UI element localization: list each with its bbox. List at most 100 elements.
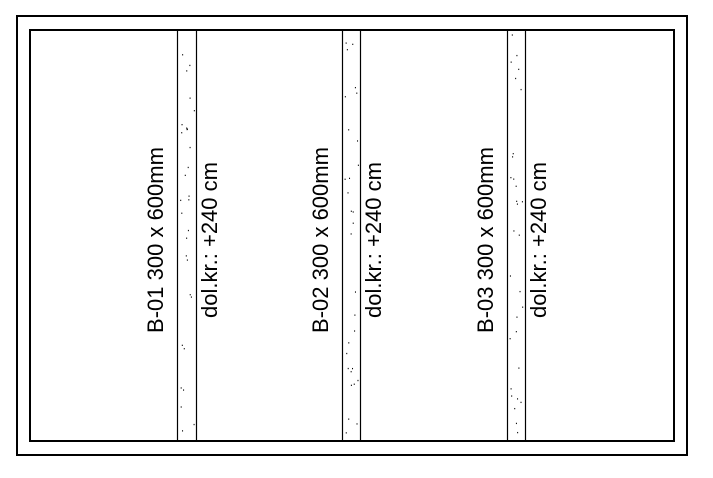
hatch-speckle [349, 177, 351, 180]
hatch-speckle [188, 195, 190, 197]
hatch-speckle [350, 233, 352, 235]
hatch-speckle [357, 164, 359, 166]
hatch-speckle [510, 388, 512, 390]
hatch-speckle [517, 398, 519, 400]
hatch-speckle [346, 352, 348, 355]
hatch-speckle [180, 387, 182, 389]
hatch-speckle [356, 92, 358, 94]
hatch-speckle [511, 34, 513, 36]
hatch-speckle [184, 174, 186, 177]
hatch-speckle [187, 229, 189, 232]
hatch-speckle [513, 178, 515, 180]
hatch-speckle [180, 199, 182, 202]
hatch-speckle [193, 423, 195, 426]
hatch-speckle [512, 156, 514, 158]
hatch-speckle [189, 294, 191, 296]
beam-1-strip [176, 30, 198, 441]
hatch-speckle [346, 49, 348, 51]
hatch-speckle [347, 192, 349, 194]
hatch-speckle [186, 237, 188, 239]
hatch-speckle [185, 255, 187, 257]
hatch-speckle [519, 290, 521, 293]
hatch-speckle [353, 383, 355, 385]
hatch-speckle [515, 422, 517, 425]
beam-3-strip [506, 30, 527, 441]
hatch-speckle [510, 61, 512, 63]
hatch-speckle [344, 96, 346, 98]
hatch-speckle [509, 275, 511, 277]
hatch-speckle [512, 153, 514, 155]
hatch-speckle [182, 430, 184, 432]
hatch-speckle [515, 331, 517, 333]
hatch-speckle [352, 222, 354, 224]
hatch-speckle [516, 316, 518, 318]
outer-frame [16, 15, 688, 456]
hatch-speckle [516, 54, 518, 57]
hatch-speckle [517, 431, 519, 434]
hatch-speckle [518, 234, 520, 236]
hatch-speckle [510, 176, 512, 179]
hatch-speckle [188, 199, 190, 201]
hatch-speckle [181, 212, 183, 214]
hatch-speckle [348, 418, 350, 420]
hatch-speckle [186, 127, 188, 129]
hatch-speckle [350, 371, 352, 373]
hatch-speckle [518, 68, 520, 71]
hatch-speckle [357, 140, 359, 142]
hatch-speckle [189, 97, 191, 99]
hatch-speckle [354, 291, 356, 293]
beam-1-level: dol.kr.: +240 cm [197, 162, 222, 318]
hatch-speckle [516, 203, 518, 205]
inner-frame [29, 29, 675, 442]
hatch-speckle [514, 407, 516, 410]
hatch-speckle [189, 64, 191, 67]
hatch-speckle [187, 166, 189, 169]
hatch-speckle [180, 406, 182, 408]
hatch-speckle [509, 338, 511, 340]
hatch-speckle [193, 110, 195, 112]
hatch-speckle [357, 379, 359, 382]
hatch-speckle [354, 330, 356, 332]
hatch-speckle [183, 348, 185, 350]
hatch-speckle [520, 88, 522, 91]
hatch-speckle [186, 70, 188, 72]
hatch-speckle [350, 384, 352, 386]
hatch-speckle [515, 185, 517, 187]
hatch-speckle [518, 367, 520, 369]
hatch-speckle [354, 86, 356, 89]
hatch-speckle [350, 210, 352, 212]
beam-1-label: B-01 300 x 600mm [143, 147, 168, 333]
hatch-speckle [189, 146, 191, 149]
hatch-speckle [181, 132, 183, 134]
hatch-speckle [516, 200, 518, 202]
hatch-speckle [181, 344, 183, 346]
beam-3-label: B-03 300 x 600mm [473, 147, 498, 333]
hatch-speckle [515, 77, 517, 80]
hatch-speckle [513, 230, 515, 232]
hatch-speckle [182, 54, 184, 56]
hatch-speckle [186, 128, 188, 131]
hatch-speckle [186, 259, 188, 261]
hatch-speckle [348, 342, 350, 344]
hatch-speckle [522, 306, 524, 308]
hatch-speckle [348, 129, 350, 131]
hatch-speckle [511, 395, 513, 397]
hatch-speckle [352, 43, 354, 45]
beam-2-level: dol.kr.: +240 cm [361, 162, 386, 318]
hatch-speckle [181, 123, 183, 126]
beam-2-strip [341, 30, 362, 441]
hatch-speckle [352, 211, 354, 213]
hatch-speckle [190, 296, 192, 298]
hatch-speckle [356, 423, 358, 425]
hatch-speckle [521, 201, 523, 203]
beam-2-label: B-02 300 x 600mm [308, 147, 333, 333]
hatch-speckle [345, 432, 347, 434]
hatch-speckle [344, 178, 346, 180]
hatch-speckle [354, 314, 356, 316]
hatch-speckle [520, 401, 522, 404]
hatch-speckle [345, 42, 347, 44]
hatch-speckle [347, 367, 349, 370]
hatch-speckle [183, 389, 185, 391]
beam-3-level: dol.kr.: +240 cm [526, 162, 551, 318]
